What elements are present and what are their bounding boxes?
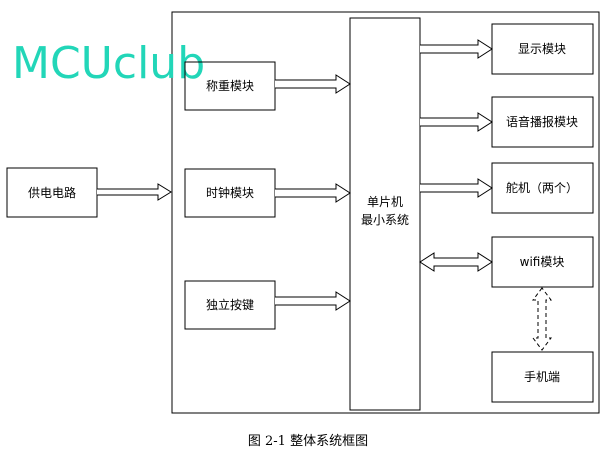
mcu-label-line2: 最小系统 — [361, 213, 409, 227]
figure-caption: 图 2-1 整体系统框图 — [248, 434, 368, 449]
voice-module-label: 语音播报模块 — [506, 114, 578, 129]
phone-label: 手机端 — [524, 370, 560, 384]
dashed-arrow-wifi-phone — [532, 287, 552, 351]
mcu-block — [349, 17, 421, 411]
wifi-module-label: wifi模块 — [520, 255, 565, 269]
servo-module-block — [491, 162, 594, 214]
voice-module-block — [491, 96, 594, 148]
phone-block — [491, 351, 594, 403]
mcu-label-line1: 单片机 — [367, 195, 403, 209]
display-module-label: 显示模块 — [518, 42, 566, 56]
wifi-module-block — [491, 236, 594, 288]
power-supply-label: 供电电路 — [28, 185, 76, 200]
arrow-power-to-system — [97, 183, 172, 201]
keys-module-label: 独立按键 — [206, 297, 254, 312]
watermark-logo: MCUclub — [12, 38, 205, 89]
weighing-module-label: 称重模块 — [206, 79, 254, 93]
servo-module-label: 舵机（两个） — [506, 180, 578, 195]
clock-module-label: 时钟模块 — [206, 185, 254, 200]
display-module-block — [491, 23, 594, 75]
